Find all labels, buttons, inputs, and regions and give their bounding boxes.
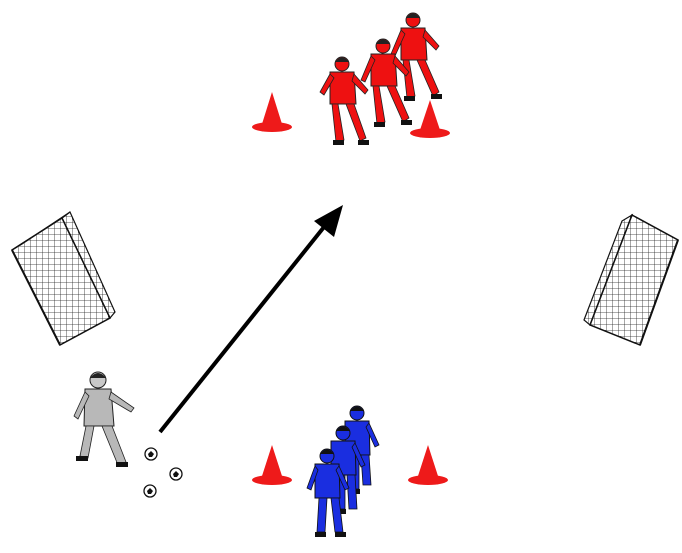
player-torso [371,54,397,86]
soccer-ball-icon [170,468,182,480]
player-torso [330,72,356,104]
soccer-ball-icon [145,448,157,460]
player-leg [317,498,327,532]
player-torso [401,28,427,60]
soccer-ball-icon [144,485,156,497]
player-leg [347,475,357,509]
player-torso [84,389,114,426]
